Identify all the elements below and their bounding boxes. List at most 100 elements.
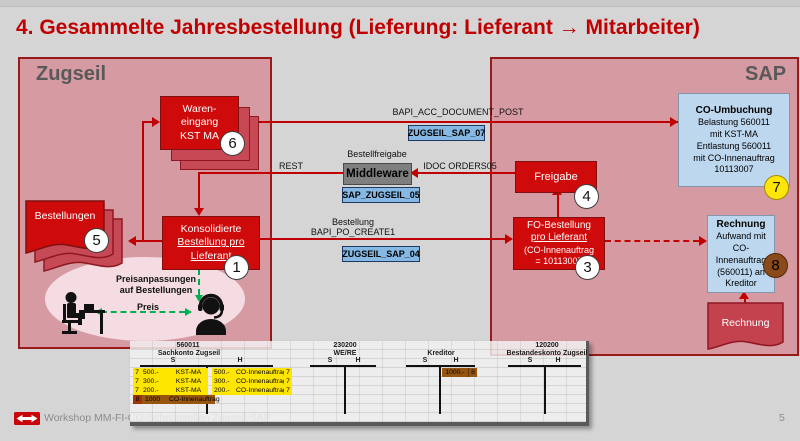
row-cell: 7	[133, 386, 141, 395]
row-cell: 7	[133, 377, 141, 386]
account4-name: Bestandeskonto Zugseil	[506, 350, 588, 357]
arrowhead-to-fo-bestellung	[505, 234, 513, 244]
wareneingang-box: Waren- eingang KST MA	[160, 96, 239, 150]
rechnung-info-title: Rechnung	[716, 218, 766, 230]
co-umbuchung-line2: mit KST-MA	[709, 128, 758, 139]
account4-soll: S	[527, 357, 533, 364]
row-cell: 200.-	[212, 386, 236, 395]
row-cell: KST-MA	[169, 386, 208, 395]
connector-idoc	[418, 172, 515, 174]
account3-row1: 1000.-8	[442, 368, 477, 377]
account4-tline-v	[544, 365, 546, 414]
wareneingang-line2: eingang	[180, 116, 219, 129]
account1-number: 560011	[176, 342, 200, 349]
interface-sap-zugseil-05: SAP_ZUGSEIL_05	[342, 187, 420, 203]
connector-rest-down	[198, 172, 200, 208]
account2-haben: H	[355, 357, 361, 364]
row-cell: 7	[133, 368, 141, 377]
co-umbuchung-line4: mit CO-Innenauftrag	[693, 152, 775, 163]
interface-zugseil-sap-07: ZUGSEIL_SAP_07	[408, 125, 485, 141]
fo-bestellung-line4: = 10113007	[535, 256, 583, 266]
account2-tline-v	[344, 365, 346, 414]
row-cell: 8	[468, 368, 477, 377]
rechnung-info-line1: Aufwand mit	[716, 230, 766, 241]
step-badge-3: 3	[575, 255, 600, 280]
konsolidierte-line1: Konsolidierte	[180, 222, 242, 235]
account1-name: Sachkonto Zugseil	[157, 350, 221, 357]
bestellfreigabe-label: Bestellfreigabe	[347, 149, 407, 159]
co-umbuchung-line5: 10113007	[714, 164, 754, 175]
zugseil-container-label: Zugseil	[36, 63, 107, 85]
row-cell: KST-MA	[169, 377, 208, 386]
row-cell: 7	[284, 368, 292, 377]
co-umbuchung-line1: Belastung 560011	[698, 116, 770, 127]
connector-bapi-po	[258, 238, 505, 240]
top-strip	[0, 0, 800, 7]
arrowhead-to-bestellungen	[128, 236, 136, 246]
account4-haben: H	[555, 357, 561, 364]
green-arrow-horizontal	[101, 311, 185, 313]
employee-at-desk-icon	[62, 292, 105, 334]
green-arrow-vertical	[198, 269, 200, 295]
bestellungen-label: Bestellungen	[34, 210, 96, 222]
fo-bestellung-box: FO-Bestellung pro Lieferant (CO-Innenauf…	[513, 217, 605, 270]
fo-bestellung-line1: FO-Bestellung	[527, 219, 591, 231]
arrowhead-to-wareneingang	[152, 117, 160, 127]
interface-zugseil-sap-04: ZUGSEIL_SAP_04	[342, 246, 420, 262]
wareneingang-line1: Waren-	[182, 102, 217, 115]
account4-number: 120200	[535, 342, 559, 349]
connector-fo-rechnung-dashed	[605, 240, 699, 242]
step-badge-8: 8	[763, 253, 788, 278]
connector-branch-vertical	[142, 121, 144, 241]
row-cell: KST-MA	[169, 368, 208, 377]
wareneingang-line3: KST MA	[180, 129, 219, 142]
preisanpassungen-label-line1: Preisanpassungen	[115, 274, 197, 284]
account2-soll: S	[327, 357, 333, 364]
supplier-headset-icon	[196, 293, 226, 335]
preis-label: Preis	[136, 302, 160, 312]
sap-container-label: SAP	[745, 63, 787, 85]
rechnung-doc-label: Rechnung	[721, 317, 770, 329]
connector-rest	[199, 172, 343, 174]
account2-tline	[310, 365, 376, 367]
middleware-box: Middleware	[343, 163, 412, 185]
arrowhead-to-konsolidierte	[194, 208, 204, 216]
co-umbuchung-box: CO-Umbuchung Belastung 560011 mit KST-MA…	[678, 93, 790, 187]
rest-label: REST	[278, 161, 304, 171]
rechnung-doc	[707, 302, 784, 350]
row-cell: 500.-	[141, 368, 169, 377]
account3-tline-v	[439, 365, 441, 414]
konsolidierte-line2: Bestellung pro	[177, 236, 245, 249]
connector-rechnungdoc-up	[744, 297, 746, 303]
account1-soll: S	[170, 357, 176, 364]
row-cell: 7	[284, 386, 292, 395]
arrowhead-to-rechnung-info-bottom	[739, 291, 749, 299]
row-cell: 1000.-	[442, 368, 468, 377]
account3-soll: S	[422, 357, 428, 364]
footer-page-number: 5	[779, 412, 785, 424]
connector-konsolidierte-bestellungen	[136, 240, 162, 242]
row-cell: CO-Innenauftrag	[236, 377, 287, 386]
freigabe-label: Freigabe	[534, 170, 578, 183]
row-cell: 300.-	[141, 377, 169, 386]
row-cell: CO-Innenauftrag	[236, 386, 287, 395]
fo-bestellung-line2: pro Lieferant	[530, 232, 588, 244]
row-cell: 500.-	[212, 368, 236, 377]
sbb-logo-icon	[14, 412, 40, 425]
arrowhead-to-middleware	[410, 168, 418, 178]
step-badge-7: 7	[764, 175, 789, 200]
page-title: 4. Gesammelte Jahresbestellung (Lieferun…	[16, 16, 700, 39]
green-arrowhead-right	[185, 308, 192, 316]
konsolidierte-line3: Lieferant	[190, 249, 232, 262]
account2-name: WE/RE	[333, 350, 357, 357]
bapi-acc-label: BAPI_ACC_DOCUMENT_POST	[392, 107, 524, 117]
rechnung-info-line4: (560011) an	[717, 266, 765, 277]
connector-bapi-acc	[237, 121, 678, 123]
connector-fo-freigabe	[557, 195, 559, 217]
fo-bestellung-line3: (CO-Innenauftrag	[523, 244, 595, 255]
